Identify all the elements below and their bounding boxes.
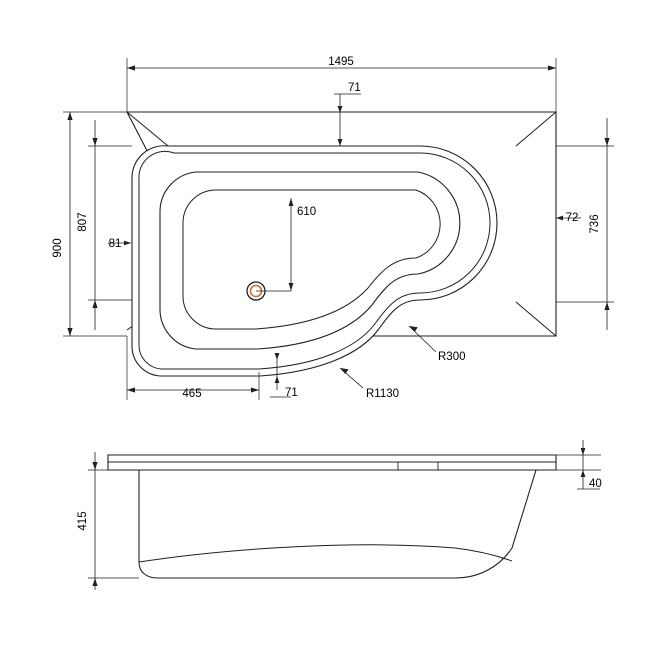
dim-label-900: 900 — [52, 238, 64, 257]
bath-rim-outline — [131, 145, 498, 377]
arrow-807-bottom — [92, 300, 98, 308]
arrow-40-top — [580, 448, 586, 455]
arrow-71-top-down — [337, 139, 343, 146]
arrow-71-bottom-down — [274, 376, 280, 383]
bath-bowl-outline — [159, 171, 461, 350]
arrow-415-top — [92, 462, 98, 470]
dim-label-465: 465 — [182, 388, 201, 400]
plan-view-group: 1495 900 807 81 — [52, 56, 614, 400]
dim-label-1495: 1495 — [328, 56, 354, 68]
arrow-610-bottom — [288, 283, 294, 291]
arrow-900-top — [67, 112, 73, 120]
arrow-736-bottom — [604, 302, 610, 310]
arrow-736-top — [604, 138, 610, 146]
bath-rim-offset-line — [138, 150, 491, 370]
arrow-415-bottom — [92, 578, 98, 586]
dim-label-610: 610 — [297, 206, 316, 218]
rim-slab — [107, 454, 557, 471]
dim-label-736: 736 — [589, 214, 601, 233]
arrow-72 — [556, 215, 563, 221]
arrow-r1130 — [340, 368, 349, 374]
mitre-line-tl — [126, 111, 169, 147]
arrow-40-bottom — [580, 470, 586, 477]
arrow-71-bottom-up — [274, 353, 280, 360]
dim-label-807: 807 — [77, 212, 89, 231]
dim-label-r1130: R1130 — [366, 388, 399, 400]
arrow-81 — [124, 240, 131, 246]
mitre-line-tr — [515, 111, 557, 147]
arrow-1495-left — [127, 65, 135, 71]
bath-bowl-base — [182, 189, 441, 330]
arrow-465-right — [251, 387, 259, 393]
arrow-465-left — [127, 387, 135, 393]
dim-label-415: 415 — [77, 511, 89, 530]
arrow-900-bottom — [67, 328, 73, 336]
arrow-807-top — [92, 138, 98, 146]
dim-label-71-bottom: 71 — [285, 387, 298, 399]
arrow-r300 — [409, 326, 418, 332]
dim-label-40: 40 — [589, 478, 602, 490]
bath-base-curve — [138, 544, 513, 563]
arrow-1495-right — [548, 65, 556, 71]
arrow-610-top — [288, 198, 294, 206]
dim-label-r300: R300 — [438, 351, 466, 363]
dim-label-72: 72 — [566, 212, 579, 224]
arrow-71-top-up — [337, 106, 343, 113]
mitre-line-br — [515, 301, 557, 337]
dim-label-81: 81 — [109, 238, 122, 250]
bath-body-profile — [138, 469, 537, 579]
dim-label-71-top: 71 — [348, 82, 361, 94]
section-view-group: 415 40 — [77, 440, 602, 590]
